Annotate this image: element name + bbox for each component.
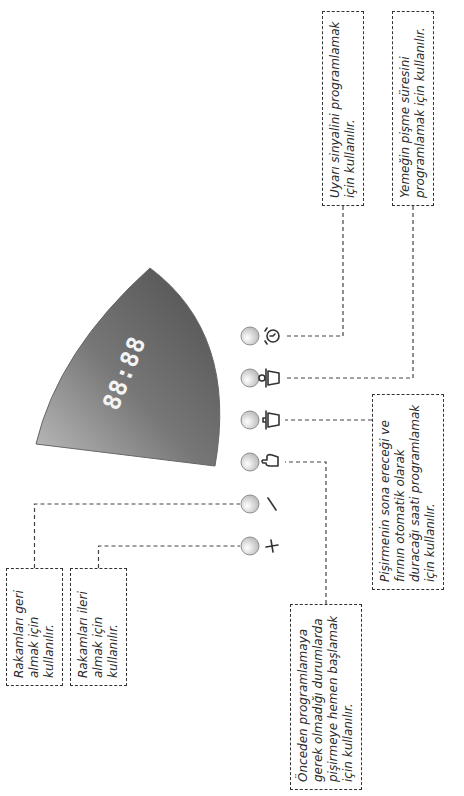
display-panel (36, 268, 220, 466)
button (241, 327, 259, 345)
button (241, 495, 259, 513)
callout-box: Önceden programlamaya gerek olmadığı dur… (290, 604, 362, 790)
button (241, 537, 259, 555)
callout-box: Yemeğin pişme süresini programlamak için… (392, 11, 434, 206)
button-symbols (259, 328, 279, 552)
leader-line (285, 462, 326, 604)
end-time-symbol (263, 411, 279, 429)
duration-symbol (266, 369, 279, 387)
leader-line (285, 206, 343, 336)
leader-line (35, 504, 241, 568)
callout-text: Pişirmenin sona ereceği ve fırının otoma… (378, 402, 438, 582)
leader-line (285, 206, 413, 378)
duration-clock (259, 375, 265, 381)
minus-symbol (268, 498, 276, 510)
callout-text: Yemeğin pişme süresini programlamak için… (398, 19, 428, 198)
callout-box: Pişirmenin sona ereceği ve fırının otoma… (372, 394, 444, 590)
callout-box: Uyarı sinyalini programlamak için kullan… (322, 11, 364, 206)
button (241, 453, 259, 471)
callout-box: Rakamları ileri almak için kullanılır. (70, 568, 127, 686)
callout-box: Rakamları geri almak için kullanılır. (6, 568, 63, 686)
callout-text: Rakamları geri almak için kullanılır. (12, 576, 57, 678)
hand-symbol (262, 455, 278, 466)
leader-line (99, 546, 241, 568)
leader-line (285, 419, 372, 420)
callout-text: Önceden programlamaya gerek olmadığı dur… (296, 612, 356, 782)
callout-text: Rakamları ileri almak için kullanılır. (76, 576, 121, 678)
plus-symbol (266, 540, 278, 552)
leader-lines (35, 206, 414, 604)
button (241, 411, 259, 429)
callout-text: Uyarı sinyalini programlamak için kullan… (328, 19, 358, 198)
alarm-clock-hands (265, 328, 275, 344)
button (241, 369, 259, 387)
button-row (241, 327, 259, 555)
